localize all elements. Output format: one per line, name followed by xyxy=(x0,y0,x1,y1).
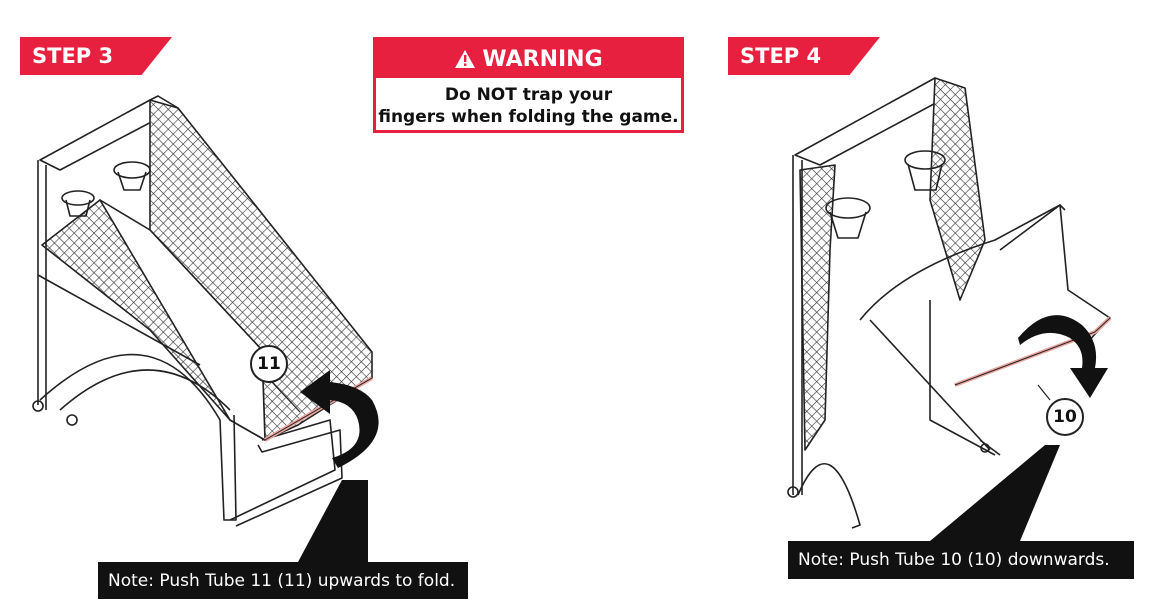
curved-arrow-up-icon xyxy=(300,370,379,468)
note-pointer-step3 xyxy=(298,480,368,562)
note-pointer-step4 xyxy=(930,445,1060,541)
step4-machine xyxy=(787,77,1111,529)
warning-line-2: fingers when folding the game. xyxy=(378,107,679,127)
note-step3: Note: Push Tube 11 (11) upwards to fold. xyxy=(98,562,468,599)
warning-line-1: Do NOT trap your xyxy=(444,85,613,105)
warning-triangle-icon xyxy=(455,50,476,68)
back-left-net xyxy=(799,164,836,451)
callout-tube-11: 11 xyxy=(250,345,288,383)
warning-title: WARNING xyxy=(482,46,603,72)
step3-label: STEP 3 xyxy=(20,37,172,75)
warning-box: WARNING Do NOT trap your fingers when fo… xyxy=(373,37,684,133)
step3-machine xyxy=(32,95,373,527)
warning-text: Do NOT trap your fingers when folding th… xyxy=(376,78,681,128)
callout-tube-10: 10 xyxy=(1046,398,1084,436)
note-step4: Note: Push Tube 10 (10) downwards. xyxy=(788,541,1134,579)
back-right-net xyxy=(929,77,986,301)
curved-arrow-down-icon xyxy=(1018,315,1108,398)
warning-header: WARNING xyxy=(376,40,681,78)
